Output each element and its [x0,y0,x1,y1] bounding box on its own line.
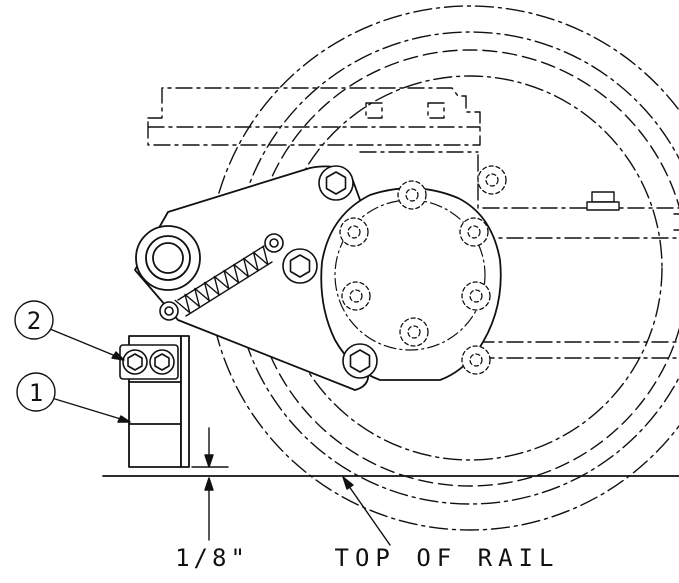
hub-screws [339,165,507,375]
frame-right-end [673,213,679,231]
hub-screw-right-upper [459,217,489,247]
callout-1-number: 1 [29,379,43,407]
leader-item-2 [49,328,119,358]
spring-coil [174,245,269,314]
top-of-rail-label: TOP OF RAIL [335,544,560,572]
bracket-arm [134,165,370,391]
leaders [49,328,391,546]
wheel-flange-circle [233,31,679,505]
holder-bolt-right [149,349,175,375]
callout-2: 2 [14,300,54,340]
bolt-arm-top [318,165,354,201]
shoe-face [180,335,190,468]
hex-bolts [159,165,378,379]
frame-top-outline [147,87,481,146]
frame-screw-lower [461,345,491,375]
leader-rail [345,481,391,546]
spring-anchor-lower [159,301,179,321]
clearance-dimension [191,427,229,541]
holder-bolts [119,344,179,380]
hub-screw-left-upper [339,217,369,247]
bolt-arm-bottom [342,343,378,379]
bolt-arm-middle [282,248,318,284]
pivot-boss-inner [152,242,184,274]
holder-bolt-left [122,349,148,375]
callout-1: 1 [16,372,56,412]
hub-screw-right-lower [461,281,491,311]
tension-spring [174,245,273,317]
frame-top-bolt [586,191,620,211]
callout-2-number: 2 [27,307,41,335]
hub-screw-bottom [399,317,429,347]
leader-item-1 [54,398,125,421]
frame-slot-left [365,102,383,119]
hub-screw-top [397,180,427,210]
hub-screw-left-lower [341,281,371,311]
frame-slot-right [427,102,445,119]
frame-lower-member [477,341,679,359]
spring-anchor-upper [264,233,284,253]
frame-screw-upper [477,165,507,195]
clearance-label: 1/8" [175,544,249,572]
